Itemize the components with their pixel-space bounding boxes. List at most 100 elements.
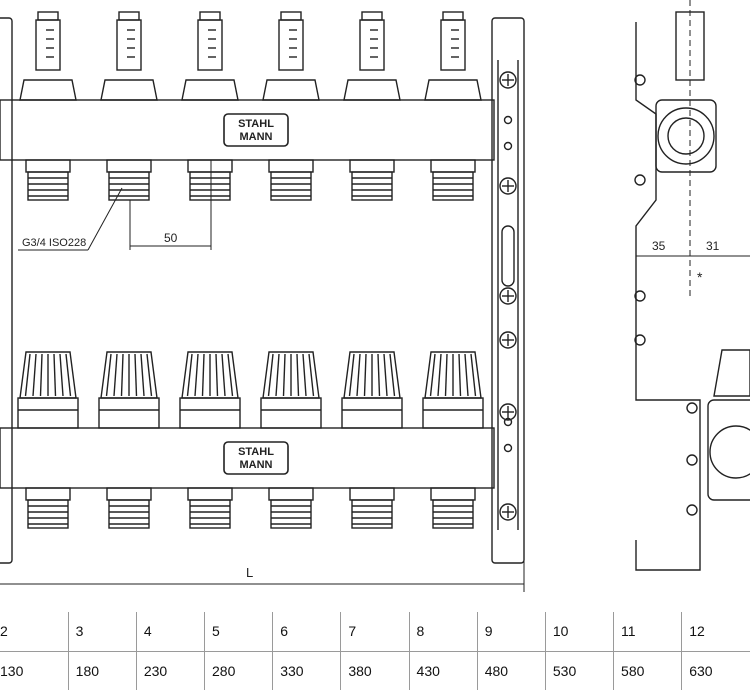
valve-cap-rib [308, 353, 315, 397]
bracket-hole [503, 417, 513, 427]
flowmeter-cap [442, 11, 464, 21]
brand-logo-frame [223, 113, 289, 147]
length-cell: 180 [67, 650, 137, 690]
outlet-nut [106, 159, 152, 173]
side-bracket-profile [635, 22, 701, 571]
flowmeter-base [181, 79, 239, 101]
flowmeter-cap [37, 11, 59, 21]
bracket-screw [499, 403, 517, 421]
asterisk-mark: * [697, 269, 703, 285]
outlet-thread [351, 171, 393, 201]
overall-length-label: L [246, 565, 253, 580]
brand-logo-text: STAHL [238, 446, 274, 458]
outlet-nut [349, 159, 395, 173]
outlet-count-cell: 9 [476, 612, 546, 651]
side-bolt [634, 174, 646, 186]
valve-body [341, 397, 403, 429]
valve-body [260, 397, 322, 429]
bracket-hole [503, 141, 513, 151]
valve-cap-rib [383, 353, 388, 397]
flowmeter-base [19, 79, 77, 101]
outlet-nut [25, 487, 71, 501]
dimension-annotations: G3/4 ISO228 50 L 35 31 * [0, 0, 750, 592]
flowmeter-tube [440, 19, 466, 71]
valve-cap-rib [296, 353, 300, 397]
supply-manifold-bar [0, 99, 495, 161]
outlet-nut [349, 487, 395, 501]
outlet-nut [268, 487, 314, 501]
side-manifold-lower [707, 399, 750, 501]
brand-logo-text: MANN [240, 131, 273, 143]
outlet-count-cell: 5 [204, 612, 273, 651]
valve-cap-rib [267, 353, 274, 397]
valve-cap-rib [377, 353, 381, 397]
flowmeter-tube [278, 19, 304, 71]
side-bolt [634, 334, 646, 346]
valve-cap-rib [146, 353, 153, 397]
valve-body [98, 397, 160, 429]
bracket-screw [499, 287, 517, 305]
length-cell: 280 [204, 650, 273, 690]
flowmeter-cap [280, 11, 302, 21]
outlet-nut [187, 487, 233, 501]
valve-cap-rib [140, 353, 145, 397]
side-port-lower [709, 425, 750, 479]
thread-spec-label: G3/4 ISO228 [22, 237, 86, 249]
valve-cap-rib [470, 353, 477, 397]
length-cell: 580 [613, 650, 682, 690]
flowmeter-tube [35, 19, 61, 71]
brand-logo-text: MANN [240, 459, 273, 471]
valve-cap-rib [59, 353, 64, 397]
valve-cap-rib [194, 353, 199, 397]
side-port-upper-inner [667, 117, 705, 155]
side-bolt [686, 454, 698, 466]
valve-cap-rib [134, 353, 138, 397]
outlet-nut [106, 487, 152, 501]
flowmeter-base [262, 79, 320, 101]
outlet-thread [189, 499, 231, 529]
brand-logo-frame [223, 441, 289, 475]
length-cell: 430 [408, 650, 478, 690]
valve-body [422, 397, 484, 429]
side-port-upper [657, 107, 715, 165]
outlet-count-cell: 4 [135, 612, 205, 651]
side-manifold-upper [655, 99, 717, 173]
valve-cap-rib [227, 353, 234, 397]
valve-cap-rib [356, 353, 361, 397]
valve-cap-rib [201, 353, 205, 397]
outlet-nut [268, 159, 314, 173]
outlet-nut [430, 159, 476, 173]
side-bolt [634, 74, 646, 86]
valve-cap-rib [32, 353, 37, 397]
outlet-count-cell: 2 [0, 623, 8, 640]
length-cell: 380 [340, 650, 410, 690]
thread-leader [87, 187, 123, 251]
outlet-thread [27, 171, 69, 201]
valve-cap-rib [221, 353, 226, 397]
brand-logo-text: STAHL [238, 118, 274, 130]
outlet-count-cell: 6 [272, 612, 341, 651]
flowmeter-tube [359, 19, 385, 71]
outlet-count-cell: 8 [408, 612, 478, 651]
outlet-count-cell: 10 [544, 612, 614, 651]
flowmeter-base [100, 79, 158, 101]
valve-cap-rib [275, 353, 280, 397]
flowmeter-tube [197, 19, 223, 71]
valve-body [179, 397, 241, 429]
flowmeter-tube [116, 19, 142, 71]
valve-cap-rib [282, 353, 286, 397]
outlet-pitch-label: 50 [164, 231, 178, 245]
bracket-slot [501, 225, 515, 287]
flowmeter-cap [199, 11, 221, 21]
outlet-thread [108, 499, 150, 529]
outlet-thread [270, 171, 312, 201]
valve-cap-rib [464, 353, 469, 397]
valve-cap-rib [105, 353, 112, 397]
outlet-nut [430, 487, 476, 501]
side-offset-b-label: 31 [706, 239, 720, 253]
outlet-thread [432, 499, 474, 529]
flowmeter-base [424, 79, 482, 101]
